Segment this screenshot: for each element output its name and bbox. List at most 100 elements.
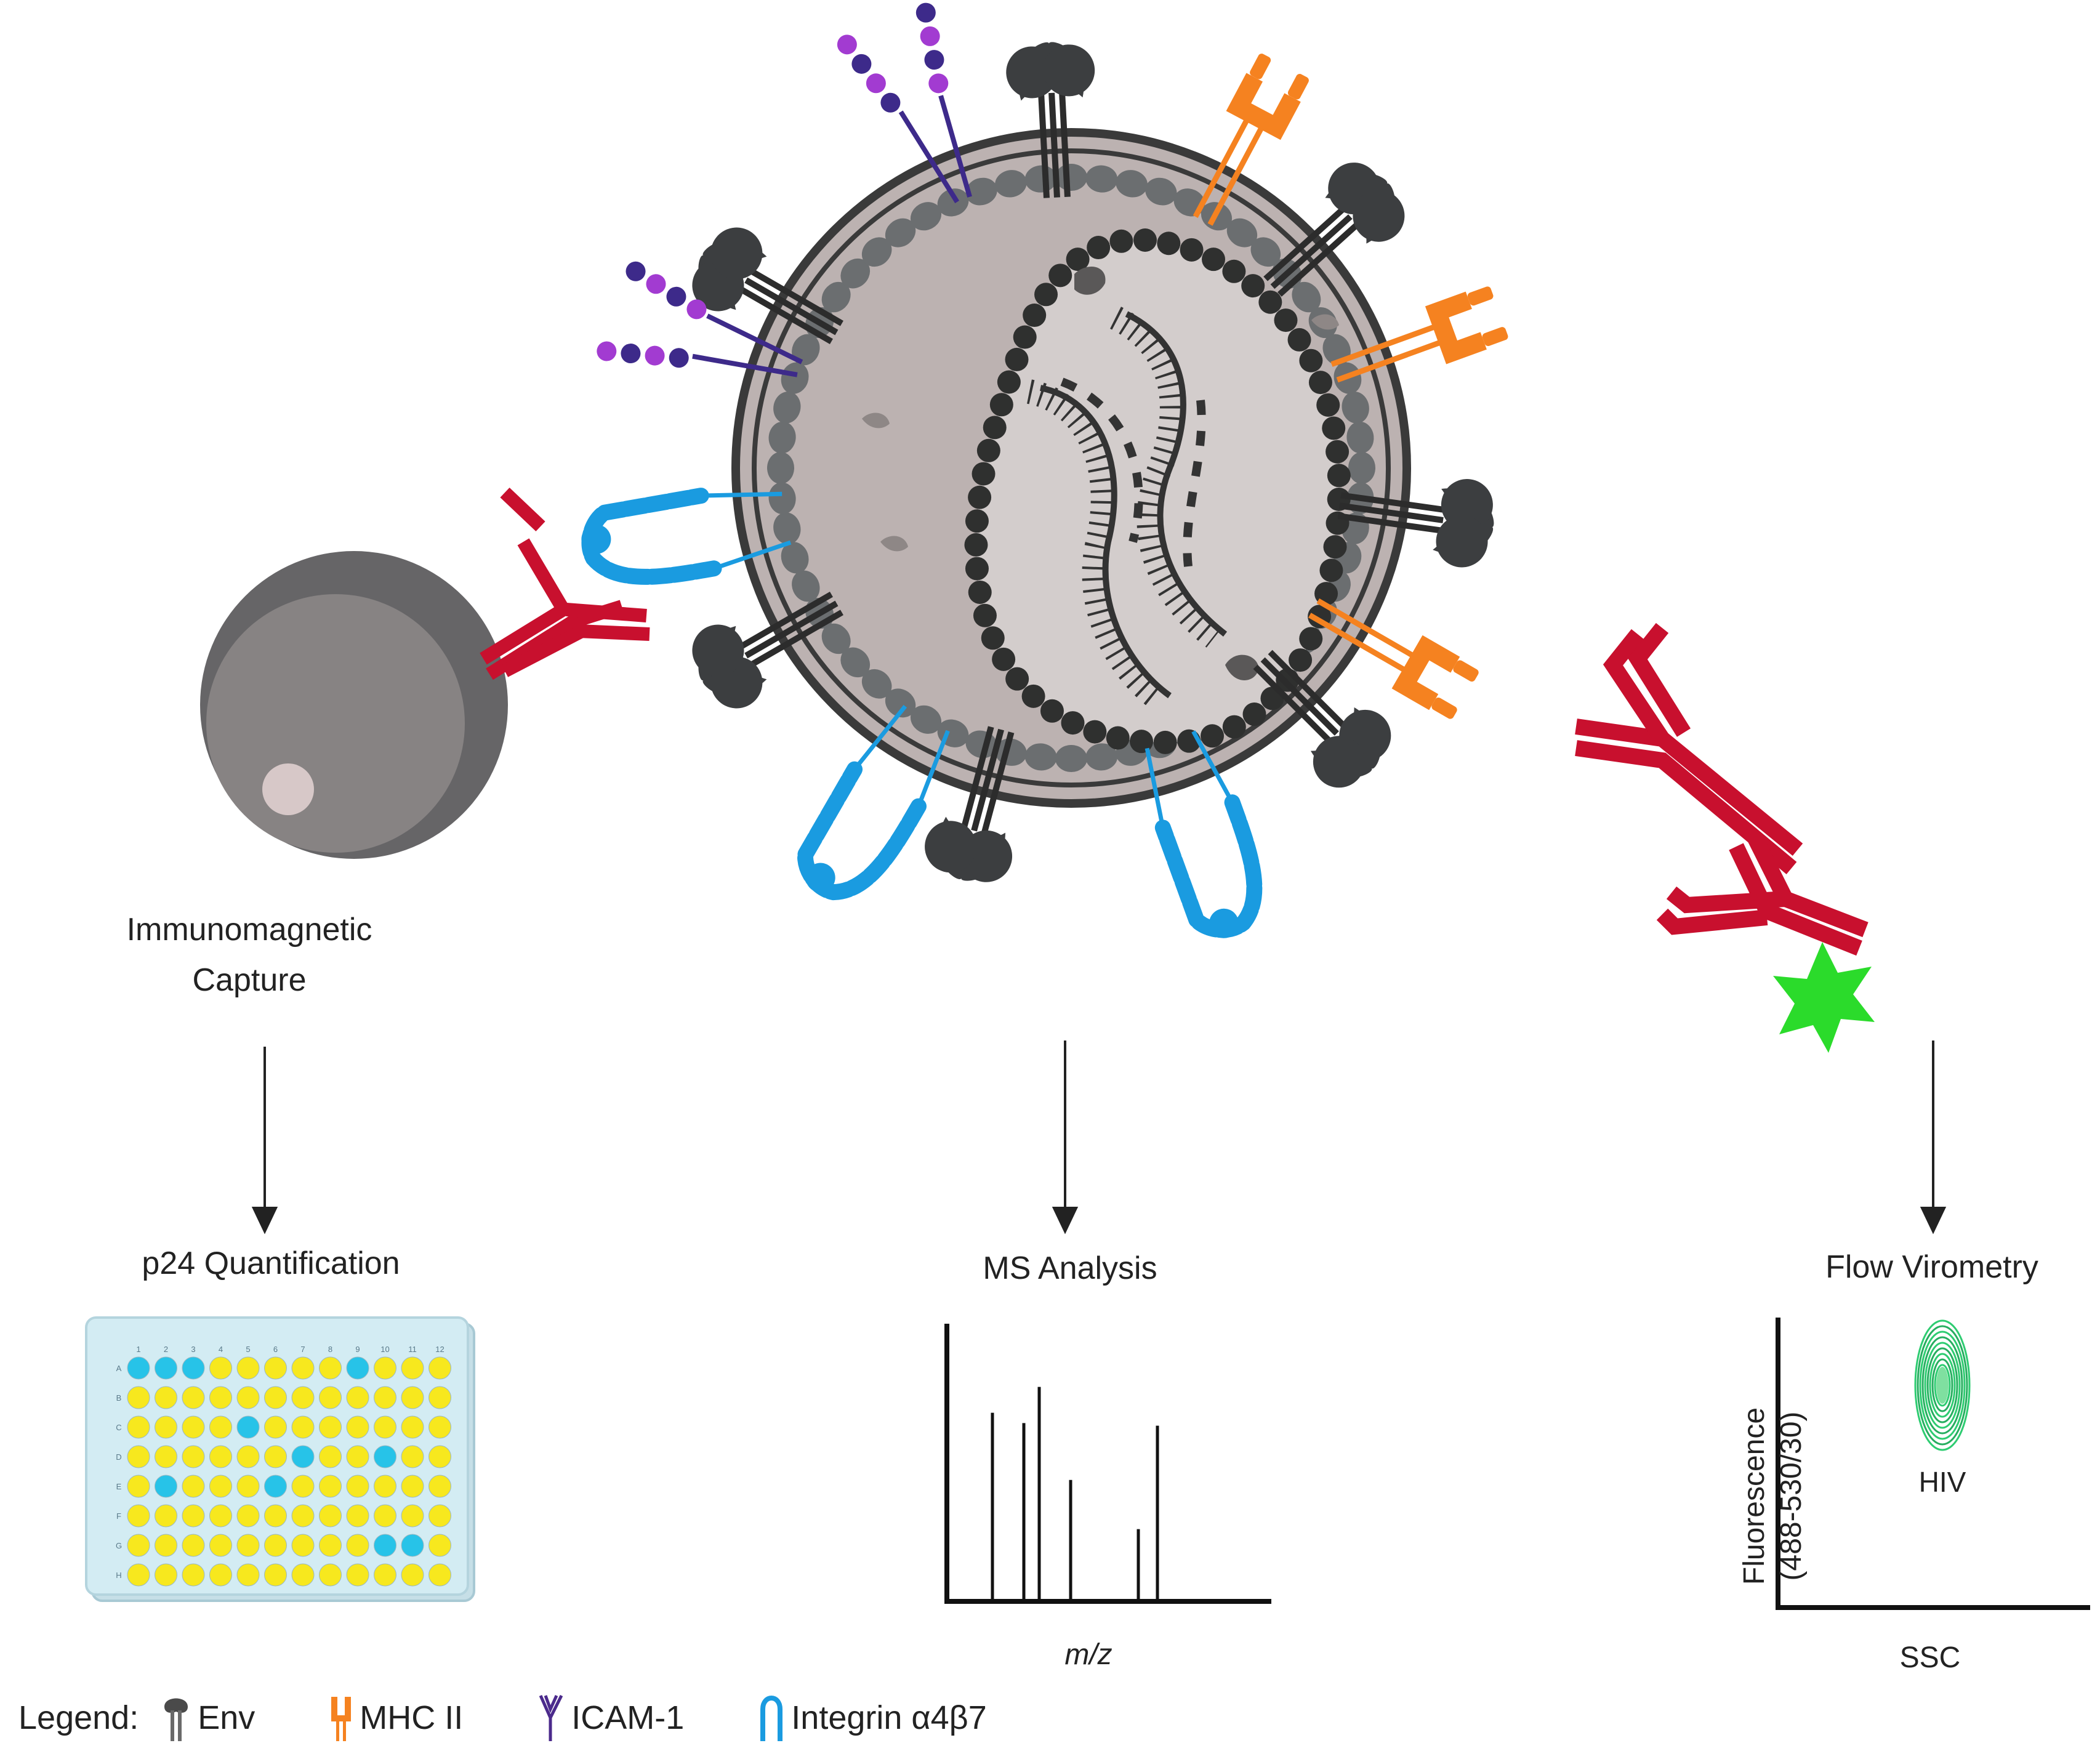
plate-row-label: F: [116, 1511, 121, 1521]
plate-well: [182, 1563, 205, 1587]
workflow-arrows: [251, 1041, 1947, 1234]
flow-contour: [1924, 1342, 1961, 1429]
capsid-bead: [1034, 283, 1058, 307]
plate-well: [428, 1356, 451, 1380]
plate-well: [236, 1475, 260, 1498]
flow-contour: [1914, 1319, 1971, 1451]
p24-label: p24 Quantification: [142, 1246, 400, 1281]
plate-column-label: 5: [246, 1345, 250, 1354]
membrane-bead: [1226, 218, 1258, 248]
plate-row-label: H: [116, 1571, 121, 1580]
plate-well: [291, 1563, 315, 1587]
plate-well: [401, 1475, 424, 1498]
capsid-bead: [1323, 535, 1347, 559]
legend-integrin-label: Integrin α4β7: [791, 1699, 987, 1736]
plate-well: [401, 1356, 424, 1380]
plate-well: [374, 1534, 396, 1557]
env-trimer: [1337, 479, 1494, 568]
membrane-bead: [767, 452, 794, 484]
plate-well: [127, 1504, 150, 1528]
plate-row-label: B: [116, 1393, 122, 1403]
legend-icam-1-label: ICAM-1: [571, 1699, 685, 1736]
membrane-bead: [1085, 743, 1118, 771]
plate-well: [428, 1386, 451, 1409]
plate-well: [401, 1445, 424, 1468]
plate-well: [127, 1563, 150, 1587]
flow-y-axis-label-line2: (488-530/30): [1775, 1411, 1808, 1581]
flow-contour: [1921, 1336, 1963, 1435]
plate-column-label: 2: [164, 1345, 168, 1354]
membrane-bead: [821, 623, 851, 654]
plate-row-label: C: [116, 1423, 121, 1432]
plate-well: [127, 1445, 150, 1468]
membrane-bead: [1250, 237, 1281, 267]
capsid-bead: [1133, 228, 1157, 252]
plate-well: [264, 1563, 287, 1587]
mhc-ii: [1330, 286, 1508, 383]
capsid-bead: [1299, 627, 1323, 651]
plate-well: [236, 1445, 260, 1468]
capsid-bead: [1106, 726, 1130, 750]
capsid-bead: [1287, 328, 1311, 352]
membrane-bead: [937, 188, 969, 217]
flow-contour: [1934, 1364, 1951, 1407]
plate-well: [127, 1386, 150, 1409]
ms-spectrum: [944, 1324, 1271, 1604]
rna-genome: [1026, 307, 1228, 710]
plate-well: [346, 1415, 369, 1439]
membrane-bead: [792, 334, 820, 366]
plate-well: [155, 1534, 177, 1557]
fluorophore-star: [1773, 942, 1875, 1053]
membrane-bead: [885, 218, 916, 248]
membrane-bead: [1145, 177, 1177, 206]
plate-well: [291, 1504, 315, 1528]
plate-well: [182, 1504, 205, 1528]
flow-plot: [1776, 1318, 2090, 1610]
plate-well: [155, 1356, 177, 1380]
icam-1-icon: [539, 1694, 563, 1741]
flow-x-axis-label: SSC: [1899, 1641, 1961, 1674]
capsid-bead: [1040, 699, 1064, 723]
plate-well: [127, 1415, 150, 1439]
plate-well: [401, 1504, 424, 1528]
capsid-bead: [1013, 325, 1037, 349]
rna-teeth-2: [1109, 307, 1222, 648]
capsid-bead: [1066, 248, 1090, 272]
capsid-bead: [968, 485, 992, 509]
plate-well: [319, 1356, 342, 1380]
plate-well: [182, 1475, 205, 1498]
capsid-bead: [1130, 730, 1154, 754]
integrin-a4b7: [1145, 730, 1263, 938]
plate-column-label: 3: [191, 1345, 195, 1354]
legend-env-label: Env: [198, 1699, 255, 1736]
plate-well: [155, 1475, 177, 1498]
plate-well: [209, 1475, 232, 1498]
plate-column-label: 4: [219, 1345, 223, 1354]
plate-well: [182, 1386, 205, 1409]
membrane-bead: [861, 669, 892, 699]
legend-title: Legend:: [18, 1699, 139, 1736]
capsid-bead: [1242, 702, 1266, 727]
flow-contours: [1914, 1319, 1971, 1451]
plate-well: [319, 1415, 342, 1439]
plate-well: [346, 1386, 369, 1409]
plate-well: [319, 1563, 342, 1587]
capsid-bead: [1021, 684, 1045, 708]
plate-well: [182, 1445, 205, 1468]
capsid-bead: [1201, 724, 1225, 748]
env-icon: [164, 1698, 188, 1741]
plate-well: [428, 1504, 451, 1528]
plate-well: [209, 1356, 232, 1380]
capsid-bead: [1023, 304, 1047, 328]
virion: [731, 128, 1411, 808]
mhc-ii-icon: [331, 1697, 352, 1741]
capsid-bead: [1109, 229, 1133, 253]
membrane-bead: [840, 258, 871, 289]
plate-well: [127, 1534, 150, 1557]
capsid-bead: [1222, 715, 1246, 739]
plate-well: [374, 1415, 396, 1439]
plate-well: [236, 1563, 260, 1587]
plate-well: [401, 1534, 424, 1557]
